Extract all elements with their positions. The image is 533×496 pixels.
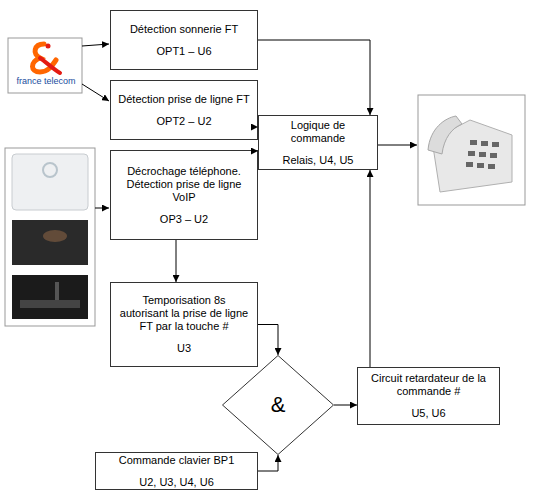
telephone-illustration: [418, 95, 525, 205]
process-box: Temporisation 8s autorisant la prise de …: [110, 282, 258, 367]
component-list: OPT1 – U6: [156, 45, 211, 58]
flow-arrow: [176, 240, 177, 282]
flow-arrow: [258, 325, 278, 356]
process-box: Décrochage téléphone. Détection prise de…: [110, 150, 258, 240]
component-list: U2, U3, U4, U6: [139, 476, 214, 489]
component-list: OP3 – U2: [160, 213, 208, 226]
process-box: Détection prise de ligne FT OPT2 – U2: [110, 80, 258, 140]
node-title: Détection prise de ligne FT: [118, 93, 249, 106]
process-box: Commande clavier BP1U2, U3, U4, U6: [95, 452, 258, 490]
logo-text: france telecom: [12, 76, 80, 86]
flow-arrow: [370, 170, 371, 367]
component-list: Relais, U4, U5: [283, 154, 354, 167]
node-title: Commande clavier BP1: [119, 454, 235, 467]
decision-diamond: &: [222, 355, 334, 455]
node-title: Circuit retardateur de la commande #: [364, 372, 493, 398]
component-list: U3: [177, 342, 191, 355]
flow-arrow: [258, 40, 370, 115]
node-title: &: [271, 393, 286, 417]
node-title: Détection sonnerie FT: [130, 23, 238, 36]
node-title: Décrochage téléphone. Détection prise de…: [117, 165, 251, 204]
flow-arrow: [258, 455, 278, 471]
node-title: Temporisation 8s autorisant la prise de …: [117, 294, 251, 333]
component-list: U5, U6: [411, 407, 445, 420]
component-list: OPT2 – U2: [156, 115, 211, 128]
process-box: Détection sonnerie FT OPT1 – U6: [110, 10, 258, 70]
node-title: Logique de commande: [265, 119, 371, 145]
flow-arrow: [334, 405, 357, 406]
voip-modems: [5, 148, 95, 326]
process-box: Circuit retardateur de la commande # U5, …: [357, 367, 500, 425]
france-telecom-logo: [8, 38, 82, 93]
process-box: Logique de commandeRelais, U4, U5: [258, 115, 378, 170]
